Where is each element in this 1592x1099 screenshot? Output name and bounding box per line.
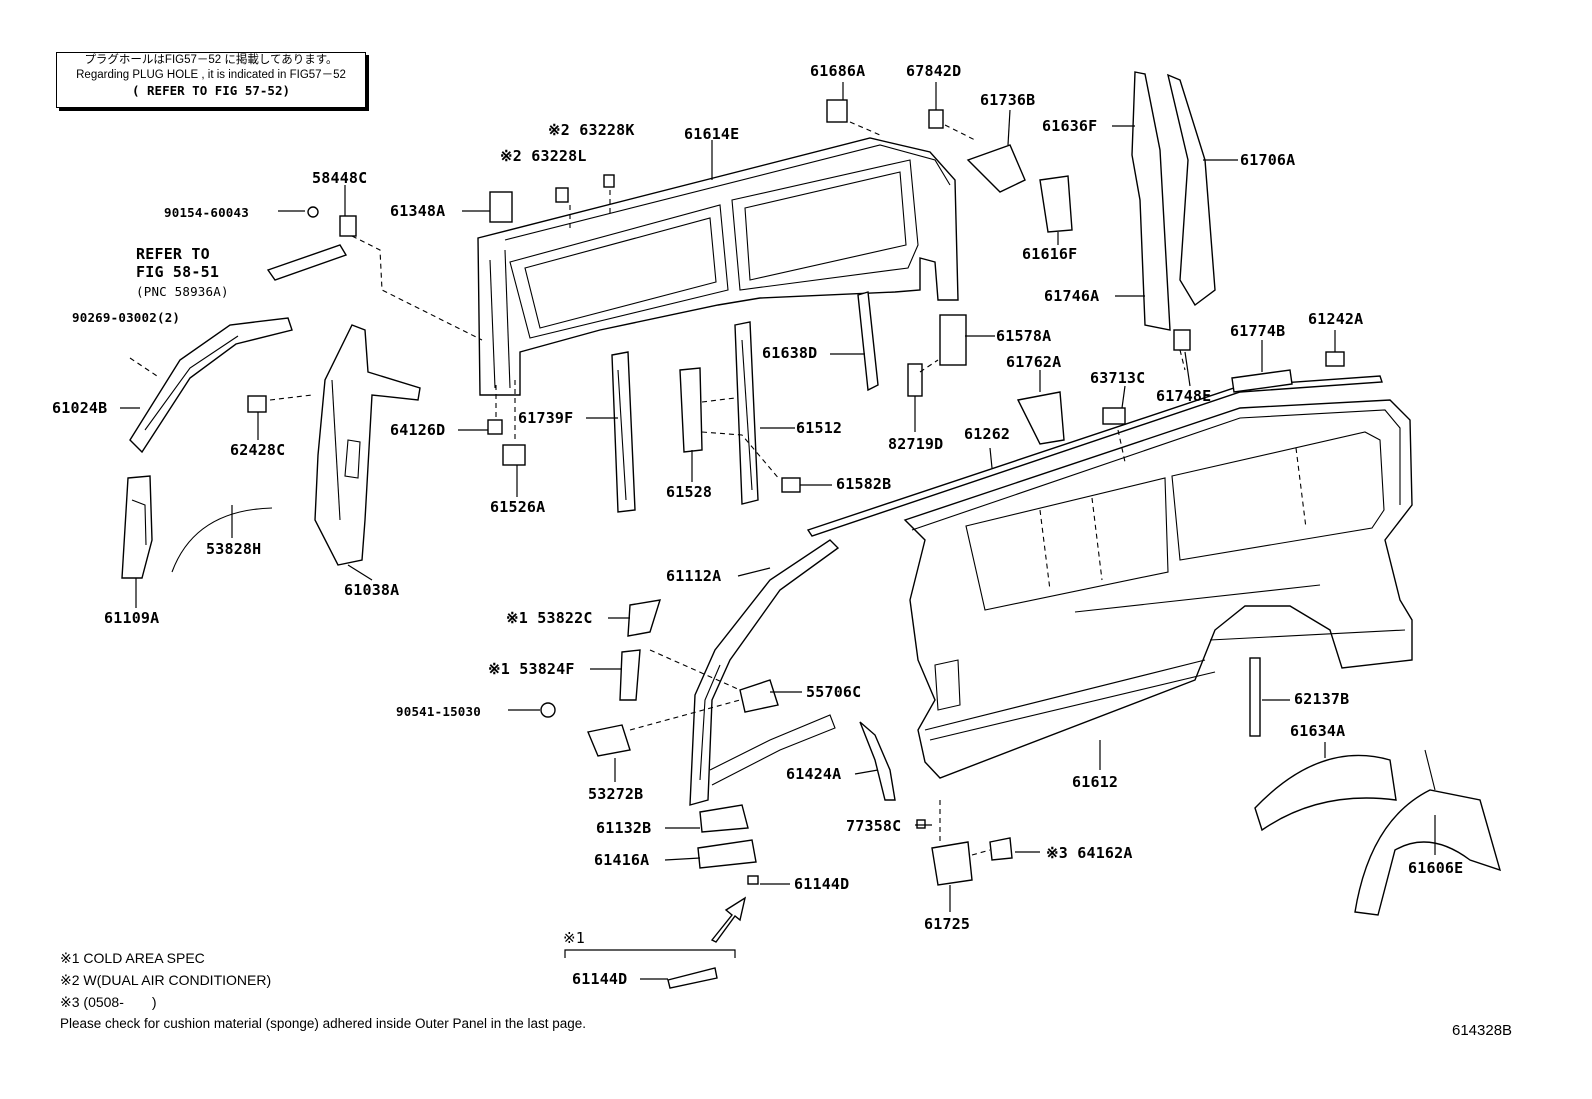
pillar-61512	[734, 321, 759, 505]
note-line-2: Regarding PLUG HOLE , it is indicated in…	[76, 69, 346, 81]
label-82719D[interactable]: 82719D	[888, 435, 944, 453]
label-61528[interactable]: 61528	[666, 483, 713, 501]
label-61109A[interactable]: 61109A	[104, 609, 160, 627]
label-67842D[interactable]: 67842D	[906, 62, 962, 80]
label-61144D[interactable]: 61144D	[794, 875, 850, 893]
dashed-leaders	[129, 121, 1186, 856]
label-77358C[interactable]: 77358C	[846, 817, 902, 835]
refer-line-1: REFER TO	[136, 245, 210, 263]
note-line-3: ( REFER TO FIG 57-52)	[131, 83, 291, 98]
label-61746A[interactable]: 61746A	[1044, 287, 1100, 305]
label-61725[interactable]: 61725	[924, 915, 971, 933]
label-61612[interactable]: 61612	[1072, 773, 1119, 791]
label-53828H[interactable]: 53828H	[206, 540, 262, 558]
label-63713C[interactable]: 63713C	[1090, 369, 1146, 387]
label-53822C[interactable]: ※1 53822C	[506, 609, 593, 627]
label-61606E[interactable]: 61606E	[1408, 859, 1464, 877]
label-61638D[interactable]: 61638D	[762, 344, 818, 362]
label-61634A[interactable]: 61634A	[1290, 722, 1346, 740]
pillar-61739F	[611, 351, 636, 513]
label-61242A[interactable]: 61242A	[1308, 310, 1364, 328]
footnote-4: Please check for cushion material (spong…	[60, 1016, 587, 1031]
refer-line-2: FIG 58-51	[136, 263, 220, 281]
label-62137B[interactable]: 62137B	[1294, 690, 1350, 708]
outer-side-panel-61612	[903, 399, 1413, 779]
wheelhouse-61634A	[1254, 754, 1397, 832]
footnote-3: ※3 (0508- )	[60, 994, 157, 1010]
pillar-61638D	[857, 291, 879, 392]
label-61614E[interactable]: 61614E	[684, 125, 740, 143]
label-61578A[interactable]: 61578A	[996, 327, 1052, 345]
figure-id: 614328B	[1452, 1022, 1513, 1039]
pillar-61024B	[129, 317, 293, 454]
label-64126D[interactable]: 64126D	[390, 421, 446, 439]
label-61112A[interactable]: 61112A	[666, 567, 722, 585]
pillar-61528	[679, 367, 703, 453]
label-61132B[interactable]: 61132B	[596, 819, 652, 837]
label-61024B[interactable]: 61024B	[52, 399, 108, 417]
label-cold-area-mark: ※1	[563, 929, 585, 947]
label-63228L[interactable]: ※2 63228L	[500, 147, 587, 165]
label-63228K[interactable]: ※2 63228K	[548, 121, 635, 139]
label-61512[interactable]: 61512	[796, 419, 843, 437]
inner-side-panel-61614E	[477, 137, 959, 396]
label-61262[interactable]: 61262	[964, 425, 1011, 443]
pillar-61038A	[314, 324, 421, 566]
label-62428C[interactable]: 62428C	[230, 441, 286, 459]
front-pillar-61112A	[689, 539, 840, 806]
label-90154-60043[interactable]: 90154-60043	[164, 205, 249, 220]
label-leaders	[120, 82, 1436, 980]
label-55706C[interactable]: 55706C	[806, 683, 862, 701]
pillar-61706A	[1167, 73, 1216, 307]
small-parts	[247, 99, 1345, 989]
label-61686A[interactable]: 61686A	[810, 62, 866, 80]
label-61762A[interactable]: 61762A	[1006, 353, 1062, 371]
label-61348A[interactable]: 61348A	[390, 202, 446, 220]
refer-line-3: (PNC 58936A)	[136, 284, 229, 299]
label-61616F[interactable]: 61616F	[1022, 245, 1078, 263]
label-61706A[interactable]: 61706A	[1240, 151, 1296, 169]
label-61038A[interactable]: 61038A	[344, 581, 400, 599]
label-61582B[interactable]: 61582B	[836, 475, 892, 493]
note-line-1: プラグホールはFIG57－52 に掲載してあります。	[84, 54, 338, 66]
label-64162A[interactable]: ※3 64162A	[1046, 844, 1133, 862]
footnote-1: ※1 COLD AREA SPEC	[60, 950, 205, 966]
label-61739F[interactable]: 61739F	[518, 409, 574, 427]
front-wheel-panel-61424A	[859, 721, 896, 801]
seal-53828H	[171, 507, 273, 573]
label-58448C[interactable]: 58448C	[312, 169, 368, 187]
label-61144D-cold[interactable]: 61144D	[572, 970, 628, 988]
label-61526A[interactable]: 61526A	[490, 498, 546, 516]
label-61636F[interactable]: 61636F	[1042, 117, 1098, 135]
wheelhouse-61606E	[1354, 749, 1502, 916]
label-90541-15030[interactable]: 90541-15030	[396, 704, 481, 719]
label-61748E[interactable]: 61748E	[1156, 387, 1212, 405]
pillar-61636F	[1131, 71, 1171, 331]
label-61424A[interactable]: 61424A	[786, 765, 842, 783]
direction-arrow	[710, 896, 747, 943]
footnote-2: ※2 W(DUAL AIR CONDITIONER)	[60, 972, 272, 988]
label-90269-03002[interactable]: 90269-03002(2)	[72, 310, 181, 325]
label-61774B[interactable]: 61774B	[1230, 322, 1286, 340]
label-61736B[interactable]: 61736B	[980, 91, 1036, 109]
label-61416A[interactable]: 61416A	[594, 851, 650, 869]
label-53272B[interactable]: 53272B	[588, 785, 644, 803]
pillar-61109A	[121, 475, 153, 579]
plug-hole-note: プラグホールはFIG57－52 に掲載してあります。 Regarding PLU…	[56, 52, 366, 108]
label-53824F[interactable]: ※1 53824F	[488, 660, 575, 678]
